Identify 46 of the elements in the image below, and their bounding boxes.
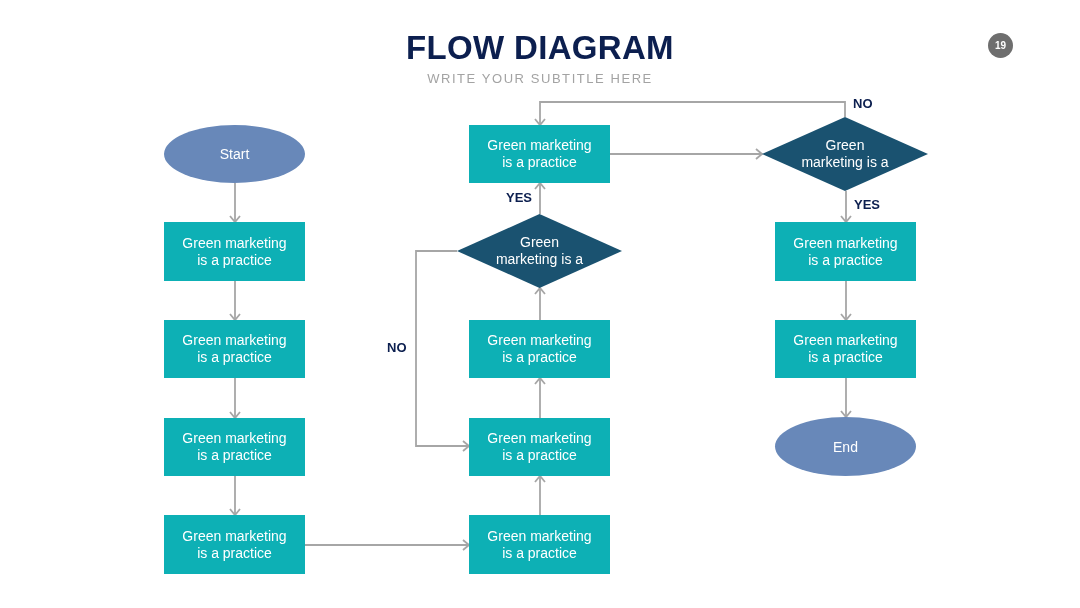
arrow [534,101,846,126]
arrow [609,148,763,160]
process-label: Green marketing is a practice [181,430,288,464]
edge-label: YES [506,190,532,206]
arrow [415,250,470,452]
terminal-label: End [833,437,858,456]
process-box [164,515,305,574]
process-box [775,222,916,281]
arrow [229,280,241,321]
process-label: Green marketing is a practice [792,234,899,269]
process-label: Green marketing is a practice [486,332,593,366]
process-box [164,418,305,476]
terminal-label: Start [219,145,250,163]
arrow [840,280,852,321]
process-label: Green marketing is a practice [486,137,593,171]
process-label: Green marketing is a practice [486,430,593,464]
arrow [229,475,241,516]
edge-label: NO [387,340,407,356]
arrow [840,377,852,418]
arrow [534,287,546,321]
title: FLOW DIAGRAM [406,28,674,68]
process-label: Green marketing is a practice [181,234,288,269]
process-label: Green marketing is a practice [181,332,288,366]
process-box [469,418,610,476]
decision-label: Green marketing is a [800,137,890,171]
process-box [469,320,610,378]
process-box [164,222,305,281]
process-box [469,515,610,574]
subtitle: WRITE YOUR SUBTITLE HERE [427,71,653,87]
arrow [840,190,852,223]
process-box [164,320,305,378]
arrow [534,377,546,419]
arrow [534,475,546,516]
process-label: Green marketing is a practice [486,527,593,562]
process-box [469,125,610,183]
arrow [534,182,546,215]
arrow [304,539,470,551]
process-label: Green marketing is a practice [792,332,899,366]
decision-label: Green marketing is a [494,234,585,268]
edge-label: NO [853,96,873,112]
edge-label: YES [854,197,880,213]
arrow [229,182,241,223]
process-box [775,320,916,378]
process-label: Green marketing is a practice [181,527,288,562]
arrow [229,377,241,419]
page-number-badge: 19 [988,33,1013,58]
